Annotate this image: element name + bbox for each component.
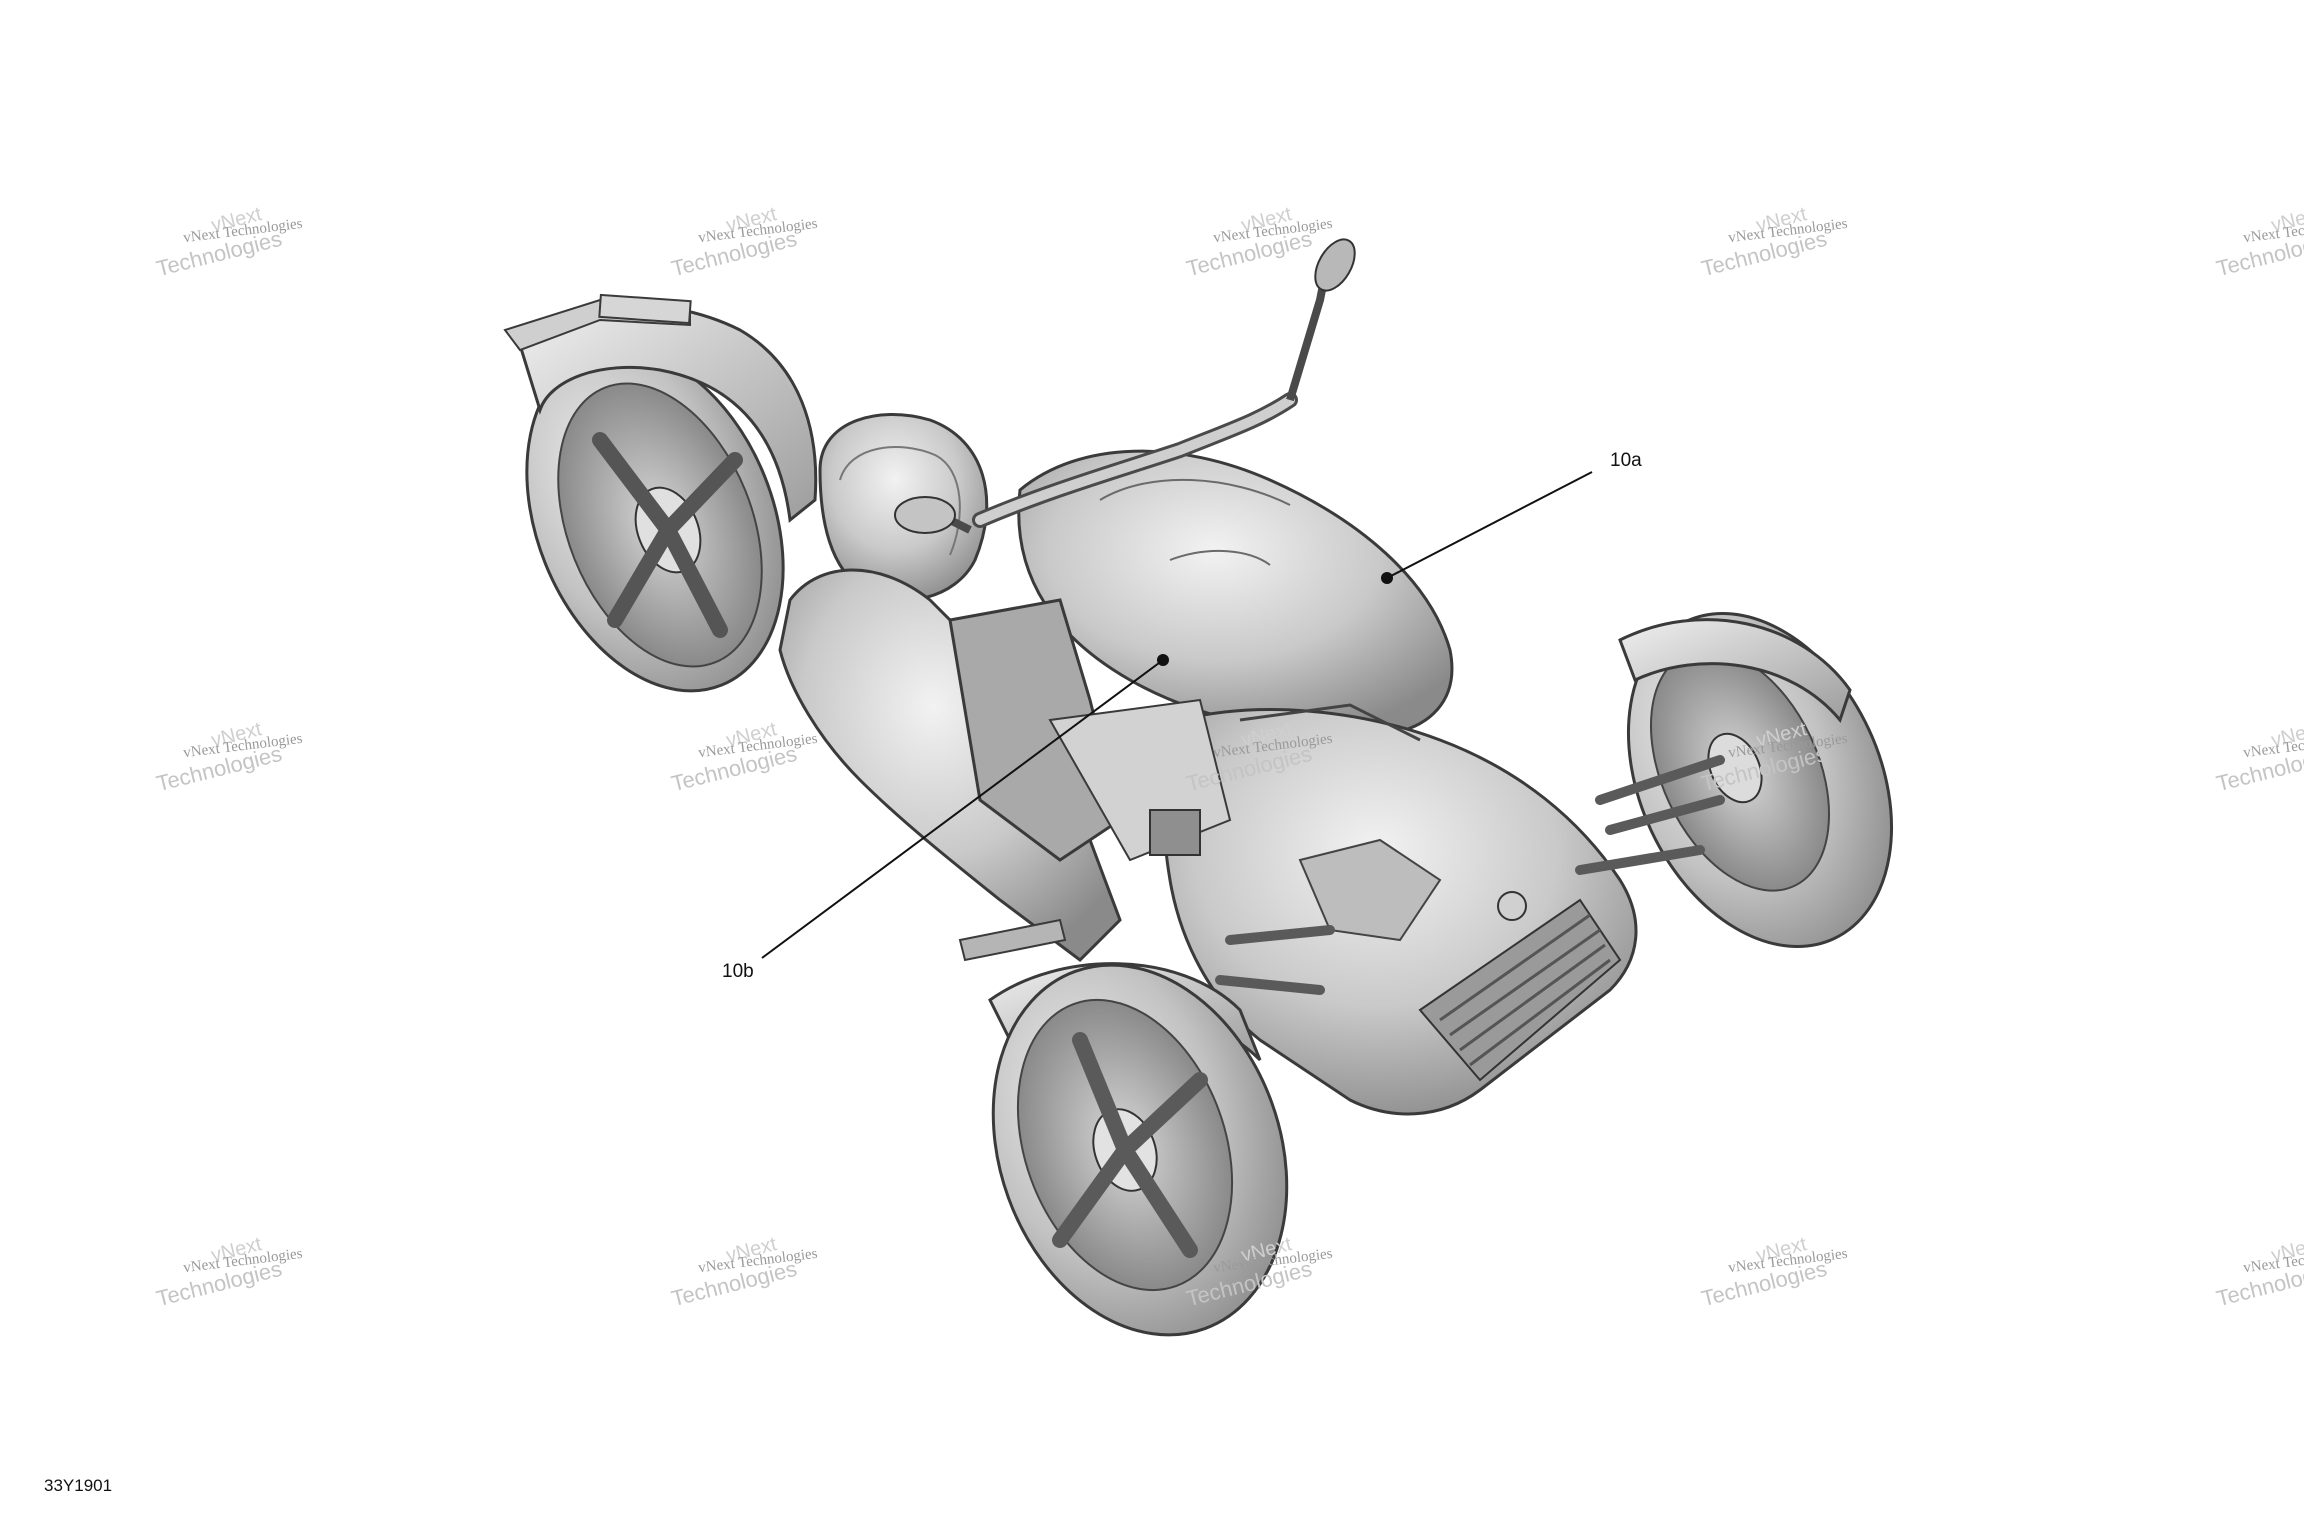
- leader-line-10a: [1386, 471, 1593, 579]
- handlebar: [894, 238, 1356, 534]
- rear-fender: [503, 293, 818, 523]
- callout-dot-10b: [1157, 654, 1169, 666]
- rear-wheel: [525, 347, 785, 693]
- drawing-id: 33Y1901: [44, 1476, 113, 1495]
- callout-leader-lines: [761, 471, 1593, 959]
- callout-dot-10a: [1381, 572, 1393, 584]
- front-left-wheel: [988, 962, 1289, 1337]
- side-panel: [948, 598, 1232, 862]
- front-suspension: [1215, 755, 1725, 995]
- main-body: [778, 449, 1454, 962]
- footpeg: [958, 918, 1067, 962]
- leader-line-10b: [761, 659, 1164, 959]
- front-right-wheel: [1618, 611, 1894, 949]
- callout-10a: 10a: [1610, 450, 1642, 471]
- front-fairing: [1161, 703, 1638, 1116]
- callout-10b: 10b: [722, 961, 754, 982]
